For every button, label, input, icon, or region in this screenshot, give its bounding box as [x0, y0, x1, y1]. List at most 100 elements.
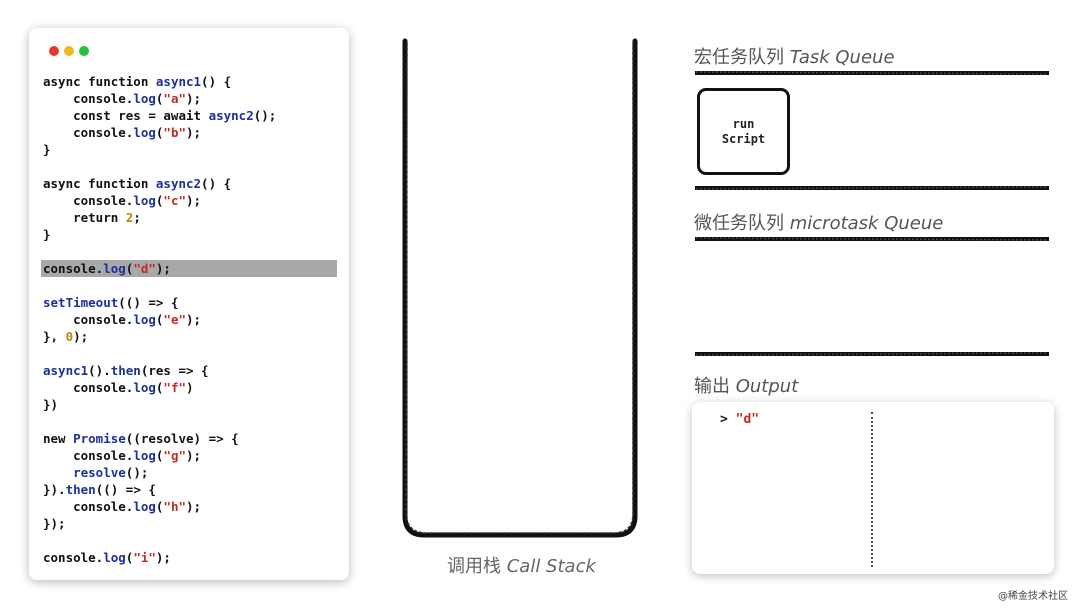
code-token: ); — [73, 329, 89, 344]
code-token: console. — [43, 125, 134, 140]
code-line: }, 0); — [43, 328, 337, 345]
task-queue-label-cn: 宏任务队列 — [694, 47, 790, 68]
code-line: async function async2() { — [43, 175, 337, 192]
code-token: async function — [43, 176, 156, 191]
code-token: ); — [186, 448, 202, 463]
output-label-en: Output — [735, 376, 799, 397]
code-token: } — [43, 142, 51, 157]
code-token: ; — [133, 210, 141, 225]
code-editor: async function async1() { console.log("a… — [41, 73, 337, 566]
code-token: setTimeout — [43, 295, 119, 310]
code-token: ); — [186, 312, 202, 327]
code-line: console.log("b"); — [43, 124, 337, 141]
code-token: "c" — [163, 193, 186, 208]
code-token: (res => { — [140, 363, 209, 378]
code-line — [43, 158, 337, 175]
code-token: ) — [186, 380, 194, 395]
code-token: const res = await — [43, 108, 209, 123]
code-token: (); — [125, 465, 149, 480]
call-stack-container — [402, 38, 638, 538]
code-token: console. — [43, 448, 134, 463]
code-token: () { — [201, 176, 232, 191]
close-dot-icon[interactable] — [49, 46, 59, 56]
code-token: ( — [155, 448, 164, 463]
code-line: return 2; — [43, 209, 337, 226]
output-line: > "d" — [720, 412, 759, 427]
output-value: "d" — [735, 412, 760, 427]
code-token: }) — [43, 397, 59, 412]
microtask-queue-label-cn: 微任务队列 — [694, 213, 790, 234]
microtask-queue-bottom-rule — [695, 352, 1049, 356]
code-token: "a" — [163, 91, 186, 106]
output-console: > "d" — [692, 402, 1054, 574]
code-line: console.log("h"); — [43, 498, 337, 515]
microtask-queue-label: 微任务队列 microtask Queue — [694, 209, 943, 235]
code-token: new — [43, 431, 74, 446]
code-token: ); — [186, 125, 202, 140]
code-token: log — [133, 193, 156, 208]
window-controls — [49, 46, 89, 56]
code-token: then — [65, 482, 96, 497]
task-queue-label-en: Task Queue — [789, 47, 895, 68]
code-line: new Promise((resolve) => { — [43, 430, 337, 447]
code-line: const res = await async2(); — [43, 107, 337, 124]
code-token: "f" — [163, 380, 186, 395]
code-token: console. — [43, 499, 134, 514]
microtask-queue-label-en: microtask Queue — [789, 213, 944, 234]
code-line: console.log("c"); — [43, 192, 337, 209]
call-stack-label: 调用栈 Call Stack — [447, 552, 596, 578]
code-token: "h" — [163, 499, 186, 514]
watermark: @稀金技术社区 — [998, 591, 1068, 602]
code-line — [43, 413, 337, 430]
code-token: "g" — [163, 448, 186, 463]
code-token: log — [133, 91, 156, 106]
code-line — [43, 532, 337, 549]
code-line: console.log("i"); — [43, 549, 337, 566]
call-stack-label-en: Call Stack — [506, 556, 596, 577]
code-token: }); — [43, 516, 66, 531]
code-token: log — [133, 448, 156, 463]
code-token: async1 — [43, 363, 89, 378]
code-token: ( — [155, 312, 164, 327]
code-token: ); — [186, 91, 202, 106]
code-token: 2 — [125, 210, 134, 225]
code-token: ( — [155, 380, 164, 395]
code-line: } — [43, 141, 337, 158]
code-line — [43, 277, 337, 294]
code-token: return — [43, 210, 126, 225]
code-token: log — [103, 261, 126, 276]
code-line: }) — [43, 396, 337, 413]
code-line — [43, 345, 337, 362]
code-token: ( — [155, 91, 164, 106]
code-token: (). — [88, 363, 111, 378]
task-queue-bottom-rule — [695, 186, 1049, 190]
code-token: ); — [186, 499, 202, 514]
code-line: resolve(); — [43, 464, 337, 481]
code-token: console. — [43, 312, 134, 327]
code-token: "i" — [133, 550, 156, 565]
code-window: async function async1() { console.log("a… — [29, 28, 349, 580]
code-token: }, — [43, 329, 66, 344]
code-line — [43, 243, 337, 260]
code-token: ((resolve) => { — [125, 431, 239, 446]
code-token: Promise — [73, 431, 126, 446]
code-token: async2 — [208, 108, 254, 123]
task-queue-label: 宏任务队列 Task Queue — [694, 43, 895, 69]
code-line: console.log("g"); — [43, 447, 337, 464]
code-token: console. — [43, 380, 134, 395]
zoom-dot-icon[interactable] — [79, 46, 89, 56]
code-token: 0 — [65, 329, 74, 344]
code-token: async2 — [155, 176, 202, 191]
code-token: ); — [155, 550, 171, 565]
minimize-dot-icon[interactable] — [64, 46, 74, 56]
call-stack-label-cn: 调用栈 — [447, 556, 507, 577]
code-line: async function async1() { — [43, 73, 337, 90]
output-label-cn: 输出 — [694, 376, 736, 397]
code-token: console. — [43, 193, 134, 208]
code-line: setTimeout(() => { — [43, 294, 337, 311]
code-token: "d" — [133, 261, 156, 276]
task-queue-item: run Script — [697, 88, 790, 175]
microtask-queue-top-rule — [695, 237, 1049, 241]
code-line: async1().then(res => { — [43, 362, 337, 379]
code-token: log — [133, 312, 156, 327]
